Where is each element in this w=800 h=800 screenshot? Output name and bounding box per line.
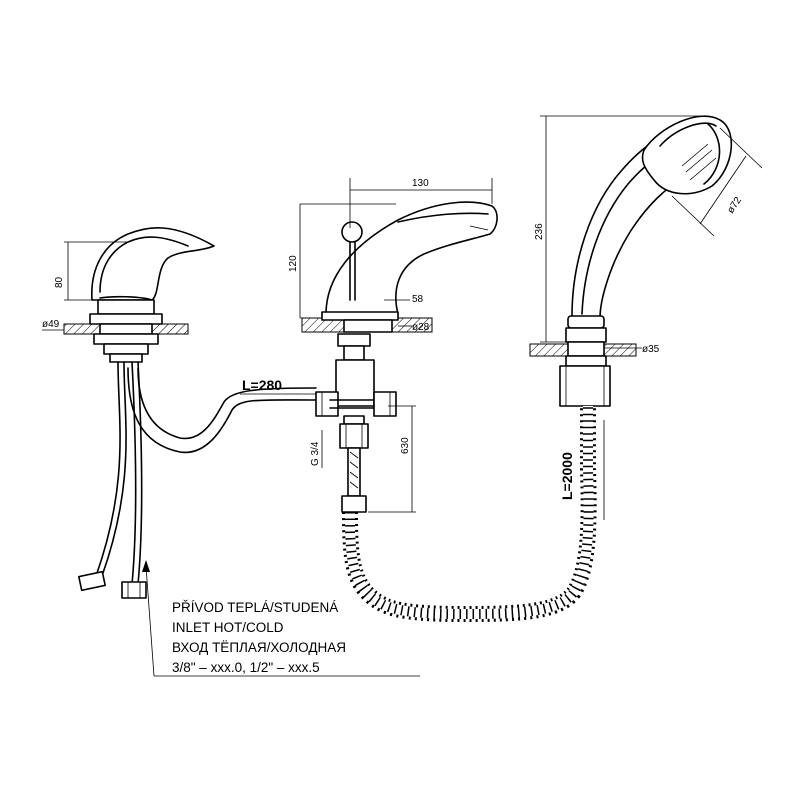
- note-line-4: 3/8" – xxx.0, 1/2" – xxx.5: [172, 660, 320, 675]
- note-line-3: ВХОД ТЁПЛАЯ/ХОЛОДНАЯ: [172, 640, 346, 655]
- hand-shower: [529, 115, 733, 407]
- lever-mixer: [63, 227, 317, 599]
- dim-spout-reach: 58: [412, 294, 424, 305]
- note-line-1: PŘÍVOD TEPLÁ/STUDENÁ: [172, 600, 338, 615]
- pop-up-knob-icon: [341, 221, 363, 243]
- dim-lever-height: 80: [54, 276, 65, 288]
- dim-spout-height: 120: [288, 255, 299, 272]
- spout-dimensions: 130 120 58 ø28 L=280 G 3/4 630: [240, 178, 493, 513]
- dim-hose-length-left: L=280: [242, 377, 282, 393]
- dim-shower-height: 236: [534, 223, 545, 240]
- dim-shower-base-diameter: ø35: [642, 344, 660, 355]
- note-line-2: INLET HOT/COLD: [172, 620, 284, 635]
- dim-shower-head-diameter: ø72: [725, 195, 744, 216]
- dim-spout-width: 130: [412, 178, 429, 189]
- lever-mixer-dimensions: 80 ø49: [42, 241, 128, 331]
- dim-spout-diameter: ø28: [412, 322, 430, 333]
- dim-lever-diameter: ø49: [42, 319, 60, 330]
- spout-assembly: [301, 201, 498, 513]
- dim-vertical-630: 630: [400, 437, 411, 454]
- inlet-note: PŘÍVOD TEPLÁ/STUDENÁ INLET HOT/COLD ВХОД…: [142, 560, 420, 677]
- dim-hose-length-right: L=2000: [559, 452, 575, 500]
- spiral-hose: [342, 406, 597, 623]
- dim-thread: G 3/4: [310, 441, 321, 466]
